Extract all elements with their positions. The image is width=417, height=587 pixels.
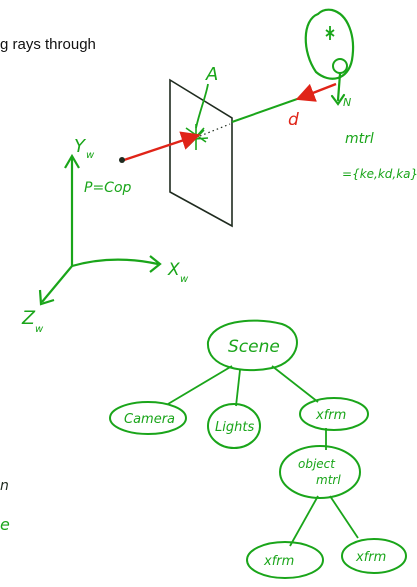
edge-fragment-1: n [0,478,9,494]
y-axis-label: Y [74,136,87,157]
xfrm-node-label: xfrm [315,408,346,423]
camera-node-label: Camera [124,412,175,427]
mtrl-label: mtrl [345,131,374,147]
edge-fragment-2: e [0,515,10,534]
z-axis-subscript: w [35,324,44,335]
scene-node [206,319,298,372]
leaf-xfrm-left-label: xfrm [263,554,294,569]
image-plane [169,78,233,228]
x-axis-label: X [167,260,180,280]
p-cop-label: P=Cop [84,180,132,196]
y-axis-subscript: w [86,150,95,161]
normal-label-n: N [343,96,351,109]
slide-text-fragment: g rays through [0,36,96,53]
leaf-xfrm-node-left [246,541,324,579]
mtrl-node-label: mtrl [316,473,341,487]
camera-node [109,401,187,435]
lights-node-label: Lights [215,420,254,435]
world-axes [38,153,162,306]
object-mtrl-node [279,445,361,499]
d-label: d [288,110,299,130]
mtrl-set-label: ={ke,kd,ka} [342,167,417,181]
leaf-xfrm-right-label: xfrm [355,550,386,565]
point-a-label: A [205,64,218,85]
center-of-projection-dot [119,157,125,163]
scene-node-label: Scene [228,337,280,357]
light-source-sketch [304,8,355,106]
ray-to-light [231,97,301,123]
eye-ray [123,131,201,162]
shadow-ray-arrow [295,82,337,102]
xfrm-node [299,397,369,431]
z-axis-label: Z [21,307,36,329]
leaf-xfrm-node-right [341,538,407,574]
x-axis-subscript: w [180,274,189,285]
scene-graph [109,319,407,579]
lights-node [207,403,261,449]
object-node-label: object [298,457,336,471]
